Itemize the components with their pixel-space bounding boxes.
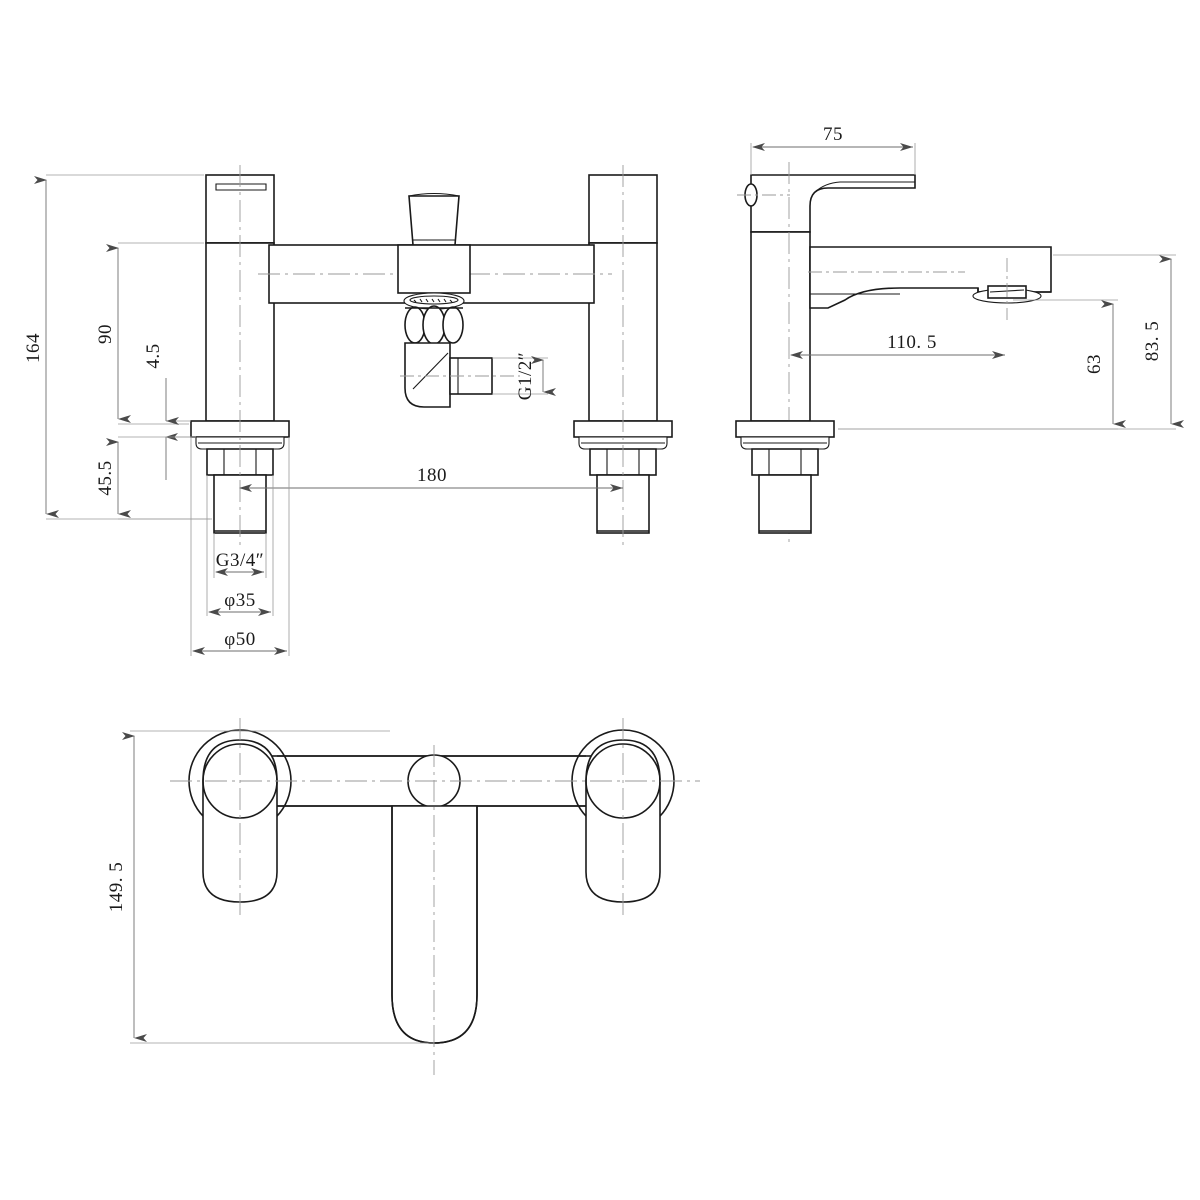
- right-hex-nut-facets: [606, 449, 640, 475]
- side-pillar-rect: [750, 231, 811, 422]
- dim-d35-label: φ35: [224, 590, 255, 611]
- front-elevation-view: 164 90 4.5 45.5 180: [23, 165, 673, 656]
- plan-spout-body: [391, 805, 478, 1044]
- dim-flange-diameter-50: φ50: [190, 437, 290, 656]
- dim-63-label: 63: [1084, 354, 1105, 374]
- dim-1105-label: 110. 5: [887, 332, 937, 353]
- dim-tail-thread-g34: G3/4″: [213, 533, 267, 578]
- aerator-inner: [409, 295, 459, 305]
- side-handle-lever: [750, 174, 916, 233]
- side-threaded-tail: [758, 474, 812, 534]
- dim-flange-thickness-4-5: 4.5: [143, 343, 196, 480]
- dim-75-label: 75: [823, 124, 843, 145]
- side-handle-assembly: [737, 174, 916, 233]
- joint-knuckle-right: [442, 306, 464, 344]
- dim-tail-length-45-5: 45.5: [95, 436, 212, 520]
- dim-plan-depth-149-5: 149. 5: [106, 730, 434, 1044]
- side-hex-nut-facets: [768, 449, 802, 475]
- side-base-assembly: [735, 420, 835, 534]
- dim-g34-label: G3/4″: [216, 550, 264, 571]
- dim-outlet-height-63: 63: [838, 299, 1126, 430]
- plan-view: 149. 5: [106, 718, 700, 1075]
- diverter-knob-top-curve: [408, 192, 460, 197]
- elbow-body: [404, 342, 451, 408]
- dim-outlet-thread-g12: G1/2″: [492, 352, 556, 400]
- joint-knuckle-centre: [422, 305, 446, 345]
- dim-pillar-height-90: 90: [95, 242, 204, 425]
- dim-d50-label: φ50: [224, 629, 255, 650]
- dim-g12-label: G1/2″: [515, 352, 536, 400]
- dim-835-label: 83. 5: [1142, 321, 1163, 362]
- joint-knuckle-left: [404, 306, 426, 344]
- dim-tail-diameter-35: φ35: [206, 475, 274, 616]
- dim-180-label: 180: [417, 465, 447, 486]
- dim-45-label: 4.5: [143, 343, 164, 368]
- dim-spout-reach-110-5: 110. 5: [790, 332, 1005, 359]
- diverter-assembly: [397, 192, 471, 345]
- dim-455-label: 45.5: [95, 460, 116, 495]
- diverter-knob: [408, 195, 460, 246]
- dim-handle-depth-75: 75: [750, 124, 916, 175]
- dim-90-label: 90: [95, 324, 116, 344]
- left-handle-lever-slot: [215, 183, 267, 191]
- side-elevation-view: 75 110. 5 63 83. 5: [735, 124, 1184, 545]
- dim-overall-height-164: 164: [23, 174, 210, 520]
- dim-spout-height-83-5: 83. 5: [838, 254, 1184, 430]
- side-escutcheon-plate: [735, 420, 835, 438]
- elbow-chamfer-hatch: [412, 352, 449, 390]
- shower-outlet-elbow: [400, 342, 520, 408]
- side-handle-underline: [814, 181, 915, 193]
- aerator-knurl: [413, 298, 453, 303]
- left-pillar-assembly: [190, 165, 290, 548]
- dim-164-label: 164: [23, 333, 44, 363]
- left-hex-nut-facets: [223, 449, 257, 475]
- dim-centre-spacing-180: 180: [239, 465, 623, 492]
- right-pillar-assembly: [573, 165, 673, 548]
- side-hex-nut: [751, 448, 819, 476]
- diverter-collar: [397, 244, 471, 294]
- dim-1495-label: 149. 5: [106, 862, 127, 913]
- side-spout: [808, 246, 1052, 320]
